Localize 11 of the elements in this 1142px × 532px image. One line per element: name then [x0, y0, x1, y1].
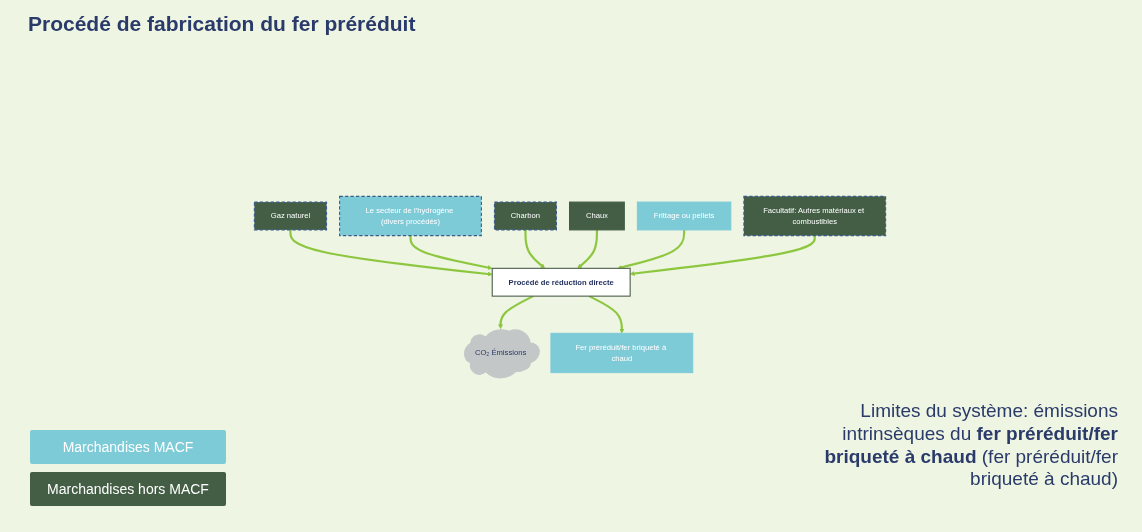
- arrow: [524, 229, 545, 269]
- legend-swatch: Marchandises hors MACF: [30, 472, 226, 506]
- system-boundary-note: Limites du système: émissions intrinsèques du fer préréduit/fer briqueté à chaud (fer préréduit/fer briqueté à chaud): [823, 400, 1118, 492]
- arrow: [409, 235, 493, 270]
- arrow: [617, 229, 686, 270]
- arrow: [498, 295, 534, 329]
- diagram-title: Procédé de fabrication du fer préréduit: [28, 12, 416, 36]
- arrow: [588, 295, 625, 334]
- arrow: [577, 229, 598, 269]
- arrow: [289, 229, 493, 277]
- legend-swatch: Marchandises MACF: [30, 430, 226, 464]
